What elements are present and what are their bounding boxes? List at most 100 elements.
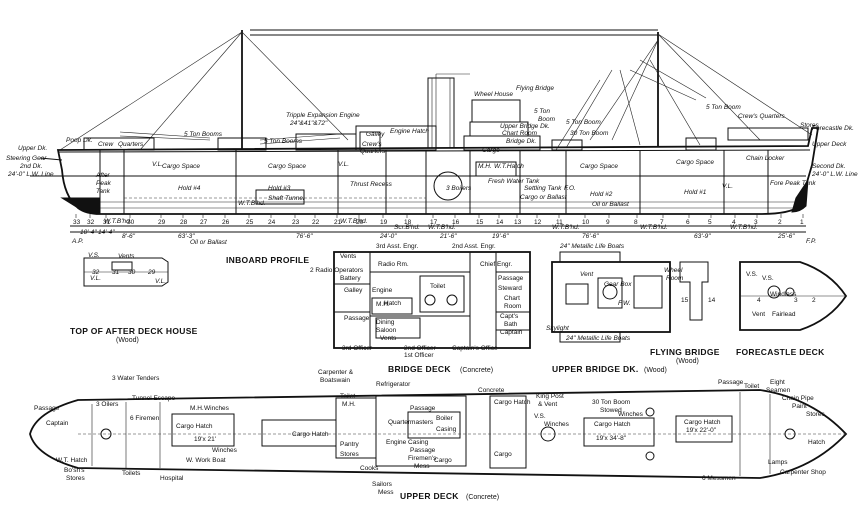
upper-deck-label: Cargo Hatch <box>176 423 213 430</box>
profile-label: Galley <box>366 131 385 138</box>
frame-number: 15 <box>476 219 484 226</box>
profile-label: Second Dk. <box>812 163 846 170</box>
upper-deck-label: Sailors <box>372 481 393 488</box>
bridge-deck-label: 2 Radio Operators <box>310 267 364 274</box>
profile-label: Hold #4 <box>178 185 201 192</box>
bridge-deck-label: Radio Rm. <box>378 261 409 268</box>
profile-label: V.L. <box>722 183 733 190</box>
upper-deck-label: Passage <box>718 379 744 386</box>
upper-deck-label: Winches <box>618 411 644 418</box>
after-deck-house-label: 29 <box>147 269 156 276</box>
profile-label: Tripple Expansion Engine <box>286 112 360 119</box>
bridge-deck-label: Room <box>504 303 521 310</box>
frame-number: 19 <box>380 219 388 226</box>
flying-bridge-subtitle: (Wood) <box>676 358 699 365</box>
upper-deck-label: Cargo Hatch <box>594 421 631 428</box>
upper-deck-label: Cargo <box>434 457 452 464</box>
upper-deck-label: Quartermasters <box>388 419 434 426</box>
upper-deck-label: Mess <box>378 489 394 496</box>
profile-label: Boom <box>538 116 556 123</box>
upper-deck-label: Engine Casing <box>386 439 429 446</box>
profile-label: Crew <box>98 141 114 148</box>
upper-deck-label: Cargo Hatch <box>292 431 329 438</box>
bridge-deck-label: Captain <box>500 329 523 336</box>
bridge-deck-label: Galley <box>344 287 363 294</box>
upper-bridge-deck-label: Skylight <box>546 325 570 332</box>
bridge-deck-label: Passage <box>498 275 524 282</box>
bridge-deck-label: Steward <box>498 285 522 292</box>
profile-label: Tank <box>96 188 111 195</box>
upper-bridge-deck-label: 24" Metallic Life Boats <box>559 243 625 250</box>
dimension-label: 76'-6" <box>582 233 599 240</box>
profile-label: Bridge Dk. <box>506 138 537 145</box>
upper-deck-label: Concrete <box>478 387 505 394</box>
upper-deck-label: 3 Water Tenders <box>112 375 160 382</box>
bridge-deck-label: Battery <box>340 275 361 282</box>
frame-number: 1 <box>800 219 804 226</box>
upper-deck-label: Toilet <box>340 393 355 400</box>
profile-label: 5 Ton Booms <box>184 131 223 138</box>
bridge-deck-label: Toilet <box>430 283 445 290</box>
upper-deck-label: M.H. <box>190 405 204 412</box>
profile-label: W.T.B'hd. <box>238 200 266 207</box>
frame-number: 17 <box>430 219 438 226</box>
bridge-deck-label: Engine <box>372 287 393 294</box>
upper-deck-label: Winches <box>204 405 230 412</box>
profile-label: Chain Locker <box>746 155 785 162</box>
frame-number: 25 <box>246 219 254 226</box>
bridge-deck-label: 2nd Asst. Engr. <box>452 243 496 250</box>
inboard-profile-title: INBOARD PROFILE <box>226 255 309 265</box>
bridge-deck-label: Vents <box>340 253 357 260</box>
profile-label: 24'-0" L.W. Line <box>811 171 858 178</box>
profile-label: W.T.B'hd. <box>428 224 456 231</box>
frame-number: 28 <box>180 219 188 226</box>
profile-label: V.L. <box>152 161 163 168</box>
bridge-deck-subtitle: (Concrete) <box>460 367 493 374</box>
dimension-label: 14'-4" <box>98 229 115 236</box>
frame-number: 13 <box>514 219 522 226</box>
bridge-deck-label: Passage <box>344 315 370 322</box>
upper-deck-label: Seamen <box>766 387 791 394</box>
profile-label: Fresh Water Tank <box>488 178 540 185</box>
flying-bridge-title: FLYING BRIDGE <box>650 347 720 357</box>
profile-label: Wheel House <box>474 91 513 98</box>
bridge-deck-label: Captain's Office <box>452 345 498 352</box>
upper-bridge-deck-label: Wheel <box>664 267 683 274</box>
profile-label: W.T.B'hd. <box>640 224 668 231</box>
frame-number: 24 <box>268 219 276 226</box>
bridge-deck-plan: 3rd Asst. Engr.2nd Asst. Engr.VentsRadio… <box>310 243 531 374</box>
profile-label: Hold #2 <box>590 191 613 198</box>
bridge-deck-label: Dining <box>376 319 395 326</box>
upper-deck-label: Chain Pipe <box>782 395 814 402</box>
frame-ticks <box>70 225 806 233</box>
upper-deck-label: Pantry <box>340 441 360 448</box>
profile-label: Forecastle Dk. <box>812 125 854 132</box>
flying-bridge-label: 14 <box>708 297 716 304</box>
frame-number: 8 <box>634 219 638 226</box>
upper-bridge-deck-label: Gear Box <box>604 281 632 288</box>
frame-number: 9 <box>606 219 610 226</box>
frame-number: 3 <box>754 219 758 226</box>
frame-number: 21 <box>334 219 342 226</box>
upper-deck-label: 19'x 21' <box>194 436 216 443</box>
upper-deck-label: Cargo Hatch <box>684 419 721 426</box>
frame-number: 32 <box>87 219 95 226</box>
profile-label: 30 Ton Boom <box>570 130 609 137</box>
forecastle-deck-label: Windlass <box>770 291 797 298</box>
frame-number: 27 <box>200 219 208 226</box>
after-deck-house-label: V.L. <box>90 275 101 282</box>
forecastle-deck-label: 4 <box>757 297 761 304</box>
profile-label: Oil or Ballast <box>190 239 228 246</box>
profile-label: Quarters <box>118 141 144 148</box>
upper-deck-label: Passage <box>410 447 436 454</box>
upper-deck-label: Carpenter & <box>318 369 354 376</box>
upper-deck-label: Hospital <box>160 475 184 482</box>
upper-deck-label: Cargo <box>494 451 512 458</box>
profile-label: Hold #1 <box>684 189 707 196</box>
upper-deck-label: Winches <box>544 421 570 428</box>
